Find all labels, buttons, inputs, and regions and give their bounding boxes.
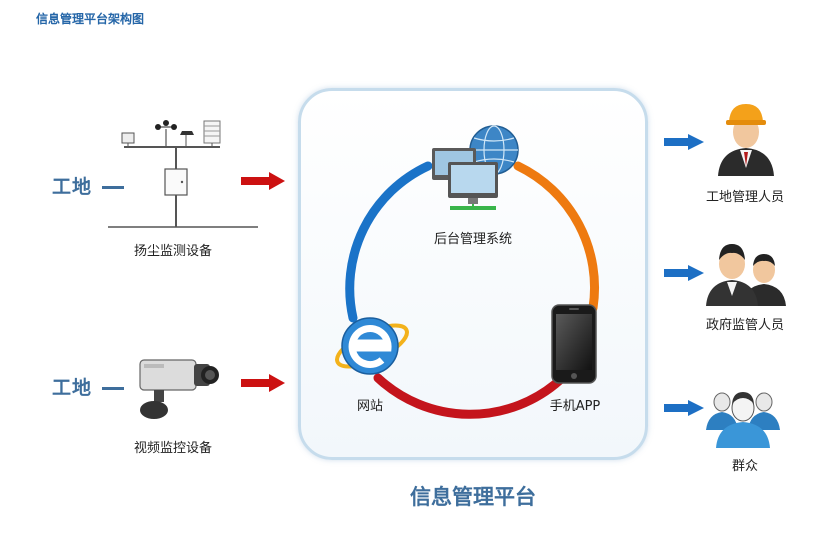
mobile-app-label: 手机APP	[549, 399, 601, 414]
video-camera-icon	[139, 359, 219, 419]
browser-e-icon	[335, 317, 409, 375]
page-title: 信息管理平台架构图	[36, 12, 145, 26]
site-manager-label: 工地管理人员	[705, 190, 784, 205]
arrow-right-icon	[664, 134, 704, 150]
arrow-right-icon	[664, 265, 704, 281]
backend-label: 后台管理系统	[433, 232, 512, 247]
dash-icon	[102, 387, 125, 390]
arrow-right-icon	[664, 400, 704, 416]
site-label-video: 工地	[52, 373, 125, 400]
arrow-right-icon	[241, 172, 285, 190]
video-device-label: 视频监控设备	[133, 441, 212, 456]
dust-monitor-icon	[108, 120, 258, 228]
government-officials-icon	[706, 244, 786, 306]
arrow-right-icon	[241, 374, 285, 392]
platform-cycle-ring	[345, 161, 600, 419]
platform-name: 信息管理平台	[410, 485, 536, 509]
backend-server-icon	[432, 125, 519, 210]
dust-device-label: 扬尘监测设备	[133, 244, 212, 259]
government-label: 政府监管人员	[705, 318, 784, 333]
site-label-dust: 工地	[52, 172, 125, 199]
public-label: 群众	[731, 459, 758, 474]
public-crowd-icon	[706, 392, 780, 448]
smartphone-icon	[551, 304, 597, 384]
dash-icon	[102, 186, 125, 189]
site-manager-icon	[718, 104, 774, 176]
website-label: 网站	[356, 399, 383, 414]
